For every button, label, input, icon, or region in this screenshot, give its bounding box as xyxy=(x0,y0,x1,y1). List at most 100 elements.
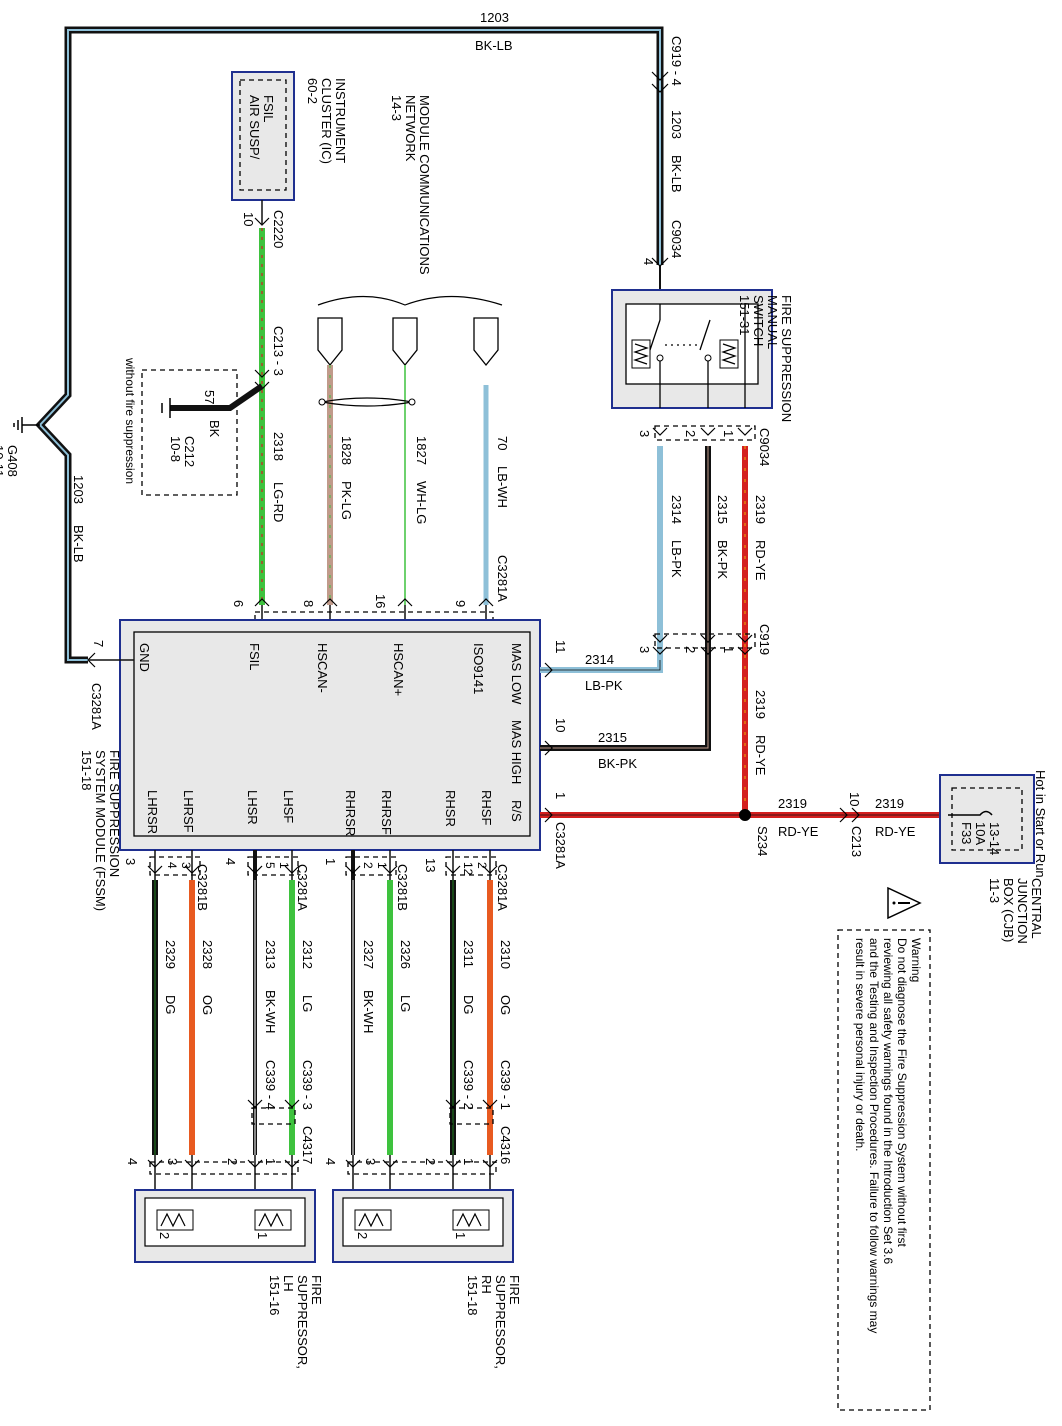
wire-57-bk xyxy=(170,383,264,411)
c919-pin-icons xyxy=(652,634,753,655)
wire-2315h-circuit: 2315 xyxy=(598,730,627,745)
c4317-label: C4317 xyxy=(300,1126,315,1164)
fssm-rhsr: RHSR xyxy=(443,790,458,827)
bottom-pin-4: 4 xyxy=(223,858,238,865)
fssm-gnd: GND xyxy=(137,643,152,672)
wire-2329-circuit: 2329 xyxy=(163,940,178,969)
wire-1828-color: PK-LG xyxy=(339,481,354,520)
c213-label: C213 xyxy=(849,826,864,857)
small-pin-lhsr: 5 xyxy=(263,862,277,869)
c919-label: C919 xyxy=(757,624,772,655)
fssm-pin-fsil: 6 xyxy=(231,600,246,607)
wire-1827-color: WH-LG xyxy=(414,481,429,524)
wire-57-circuit: 57 xyxy=(202,390,217,404)
warning-line-4: result in severe personal injury or deat… xyxy=(853,938,867,1151)
without-fs-label: without fire suppression xyxy=(123,357,137,484)
s234-label: S234 xyxy=(755,826,770,856)
wire-2319h1-color: RD-YE xyxy=(778,824,819,839)
sup-lh-pin-4: 4 xyxy=(125,1158,140,1165)
ground-id: G408 xyxy=(5,445,20,477)
c339-3-label: C339 - 3 xyxy=(300,1060,315,1110)
top-wire-circuit: 1203 xyxy=(480,10,509,25)
c919-pin-2: 2 xyxy=(683,646,698,653)
small-pin-rhrsf: 1 xyxy=(375,862,389,869)
fssm-rhrsf: RHRSF xyxy=(379,790,394,835)
sup-rh-name-1: FIRE xyxy=(507,1275,522,1305)
conn-c3281a-a: C3281A xyxy=(295,864,310,911)
sup-rh-name-2: SUPPRESSOR, xyxy=(493,1275,508,1369)
mcn-line-1: MODULE COMMUNICATIONS xyxy=(417,95,432,275)
wire-2318-color: LG-RD xyxy=(271,482,286,522)
conn-c3281b-a: C3281B xyxy=(195,864,210,911)
sup-lh-name-4: 151-16 xyxy=(267,1275,282,1315)
conn-c3281b-b: C3281B xyxy=(395,864,410,911)
wire-2314v-circuit: 2314 xyxy=(669,495,684,524)
c339-1-label: C339 - 1 xyxy=(498,1060,513,1110)
c212-label: C212 xyxy=(182,436,197,467)
fssm-lhsr: LHSR xyxy=(245,790,260,825)
ic-pin: 10 xyxy=(241,212,256,226)
c919-4-connector-icon xyxy=(651,71,669,81)
small-pin-rhrsr: 2 xyxy=(361,862,375,869)
twisted-pair-icon xyxy=(321,397,413,407)
cjb-name-line-2: JUNCTION xyxy=(1015,878,1030,944)
bottom-pin-13: 13 xyxy=(423,858,438,872)
sup-rh-inner-pin-2: 2 xyxy=(355,1232,370,1239)
fssm-iso: ISO9141 xyxy=(471,643,486,694)
sup-lh-inner-pin-2: 2 xyxy=(157,1232,172,1239)
switch-name-line-1: FIRE SUPPRESSION xyxy=(779,295,794,422)
c339-2-label: C339 - 2 xyxy=(461,1060,476,1110)
small-pin-lhrsr: 4 xyxy=(165,862,179,869)
sup-rh-pin-3: 3 xyxy=(363,1158,378,1165)
c339-4-label: C339 - 4 xyxy=(263,1060,278,1110)
wire-70-color: LB-WH xyxy=(495,466,510,508)
mcn-brace xyxy=(317,295,503,306)
sup-lh-inner-pin-1: 1 xyxy=(255,1232,270,1239)
wire-2318-circuit: 2318 xyxy=(271,432,286,461)
ic-name-line-2: CLUSTER (IC) xyxy=(319,78,334,164)
fssm-gnd-pin: 7 xyxy=(91,640,106,647)
warning-line-2: reviewing all safety warnings found in t… xyxy=(881,938,895,1265)
wire-2315h-color: BK-PK xyxy=(598,756,637,771)
c3281a-rs-label: C3281A xyxy=(553,822,568,869)
switch-connector: C9034 xyxy=(757,428,772,466)
wire-2313-color: BK-WH xyxy=(263,990,278,1033)
vert-1203-color: BK-LB xyxy=(669,155,684,193)
warning-box xyxy=(837,929,931,1411)
sup-lh-pin-1: 1 xyxy=(263,1158,278,1165)
ic-inner-line-2: FSIL xyxy=(261,95,276,122)
wire-1827-circuit: 1827 xyxy=(414,436,429,465)
wire-2328-circuit: 2328 xyxy=(200,940,215,969)
wire-2327-circuit: 2327 xyxy=(361,940,376,969)
switch-pin-3: 3 xyxy=(637,430,652,437)
wire-2314v-color: LB-PK xyxy=(669,540,684,578)
vert-1203-circuit: 1203 xyxy=(669,110,684,139)
small-pin-lhsf: 1 xyxy=(277,862,291,869)
fssm-name-line-2: SYSTEM MODULE (FSSM) xyxy=(93,750,108,911)
switch-name-line-2: MANUAL xyxy=(765,295,780,349)
bottom-connector-icons xyxy=(147,865,498,1168)
c919-4-label: C919 - 4 xyxy=(669,36,684,86)
sup-rh-pin-1: 1 xyxy=(461,1158,476,1165)
wire-2312-circuit: 2312 xyxy=(300,940,315,969)
mas-low-pin: 11 xyxy=(553,640,568,654)
cjb-fuse-line-2: 10A xyxy=(973,822,988,845)
sup-rh-inner-pin-1: 1 xyxy=(453,1232,468,1239)
wire-2314h-circuit: 2314 xyxy=(585,652,614,667)
fssm-lhrsr: LHRSR xyxy=(145,790,160,834)
wire-2311-color: DG xyxy=(461,995,476,1015)
left-wire-circuit: 1203 xyxy=(71,475,86,504)
instrument-cluster-box xyxy=(231,71,295,201)
wire-2319v2-circuit: 2319 xyxy=(753,690,768,719)
fssm-rhsf: RHSF xyxy=(479,790,494,825)
switch-resistor-left-icon xyxy=(631,339,651,369)
fssm-rhrsr: RHRSR xyxy=(343,790,358,836)
sup-rh-pin-2: 2 xyxy=(423,1158,438,1165)
ground-ref: 10-11 xyxy=(0,445,6,477)
fssm-rs: R/S xyxy=(509,800,524,822)
fssm-hscan-plus: HSCAN+ xyxy=(391,643,406,696)
cjb-name-line-4: 11-3 xyxy=(987,878,1002,903)
fuse-icon xyxy=(948,810,993,816)
